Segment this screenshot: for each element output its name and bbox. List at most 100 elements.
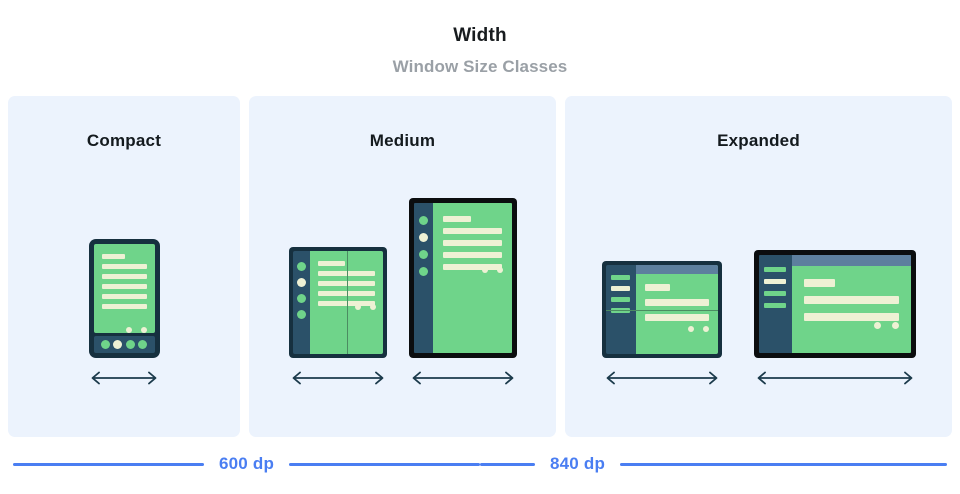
content-area [635,265,718,354]
content-line [803,313,899,321]
rail-item-icon-active [611,286,630,291]
top-app-bar [635,265,718,274]
device-cell-tablet-portrait [408,198,517,385]
panel-compact: Compact [8,96,240,437]
content-line [442,216,471,222]
content-area [791,255,911,353]
device-cell-phone [88,239,160,385]
dot-icon [369,304,376,310]
content-area [309,251,383,354]
device-cell-foldable-landscape [601,261,722,385]
size-class-panels: Compact [8,96,952,437]
nav-item-icon [100,340,110,349]
content-body [636,274,718,354]
content-line [442,228,502,234]
content-line [803,279,835,287]
rail-item-icon [418,216,428,225]
nav-item-icon-active [113,340,123,349]
breakpoint-label-840: 840 dp [550,454,606,473]
rail-item-icon-active [418,233,428,242]
tablet-landscape-screen [758,255,911,353]
dot-icon [140,327,147,333]
device-cell-tablet-landscape [753,250,916,385]
content-line [101,264,147,269]
content-line [317,291,375,296]
breakpoint-label-600: 600 dp [218,454,275,473]
dot-icon [873,322,881,329]
device-foldable-landscape [601,261,722,358]
width-arrow-icon-tablet-portrait [409,371,517,385]
rail-item-icon [296,262,306,271]
device-phone-portrait [88,239,160,358]
content-body [792,266,911,353]
dot-icon [481,267,488,273]
device-tablet-landscape [753,250,916,358]
device-row-medium [249,198,556,385]
action-dots [354,304,376,310]
breakpoint-segment-600: 600 dp [0,454,480,474]
content-line [101,294,147,299]
content-line [101,254,125,259]
breakpoint-segment-840: 840 dp [480,454,960,474]
action-dots [687,326,709,332]
device-tablet-portrait [408,198,517,358]
width-arrow-icon-foldable-landscape [603,371,721,385]
content-area [432,203,512,353]
rail-item-icon [764,291,786,296]
scale-line [480,462,535,466]
dot-icon [496,267,503,273]
navigation-rail [758,255,792,353]
scale-line [289,462,480,466]
content-line [101,304,147,309]
content-line [317,301,375,306]
action-dots [125,327,147,333]
phone-screen [93,244,155,333]
action-dots [481,267,503,273]
panel-title-expanded: Expanded [717,131,800,150]
rail-item-icon-active [296,278,306,287]
device-foldable-portrait [288,247,387,358]
rail-item-icon-active [764,279,786,284]
top-app-bar [791,255,911,266]
content-line [644,314,709,321]
phone-bottom-navigation-bar [93,336,155,353]
fold-seam-icon [346,251,348,354]
content-line [101,274,147,279]
content-line [317,261,345,266]
dot-icon [354,304,361,310]
rail-item-icon [418,267,428,276]
panel-expanded: Expanded [565,96,952,437]
content-line [317,271,375,276]
rail-item-icon [611,297,630,302]
rail-item-icon [611,275,630,280]
rail-item-icon [418,250,428,259]
content-line [442,264,502,270]
foldable-landscape-screen [605,265,718,354]
foldable-portrait-screen [292,251,383,354]
dot-icon [891,322,899,329]
navigation-rail [413,203,433,353]
rail-item-icon [296,310,306,319]
tablet-portrait-screen [413,203,512,353]
rail-item-icon [764,267,786,272]
content-line [101,284,147,289]
navigation-rail [292,251,310,354]
content-line [803,296,899,304]
breakpoint-scale: 600 dp 840 dp [0,452,960,476]
rail-item-icon [764,303,786,308]
rail-item-icon [296,294,306,303]
width-arrow-icon-phone [88,371,160,385]
panel-medium: Medium [249,96,556,437]
page-title: Width [453,25,507,46]
nav-item-icon [125,340,135,349]
header: Width Window Size Classes [0,0,960,77]
dot-icon [702,326,709,332]
panel-title-medium: Medium [369,131,436,150]
width-arrow-icon-foldable-portrait [289,371,387,385]
nav-item-icon [138,340,148,349]
device-row-expanded [565,250,952,385]
fold-seam-icon [605,310,718,311]
device-row-compact [8,239,240,385]
width-arrow-icon-tablet-landscape [754,371,916,385]
